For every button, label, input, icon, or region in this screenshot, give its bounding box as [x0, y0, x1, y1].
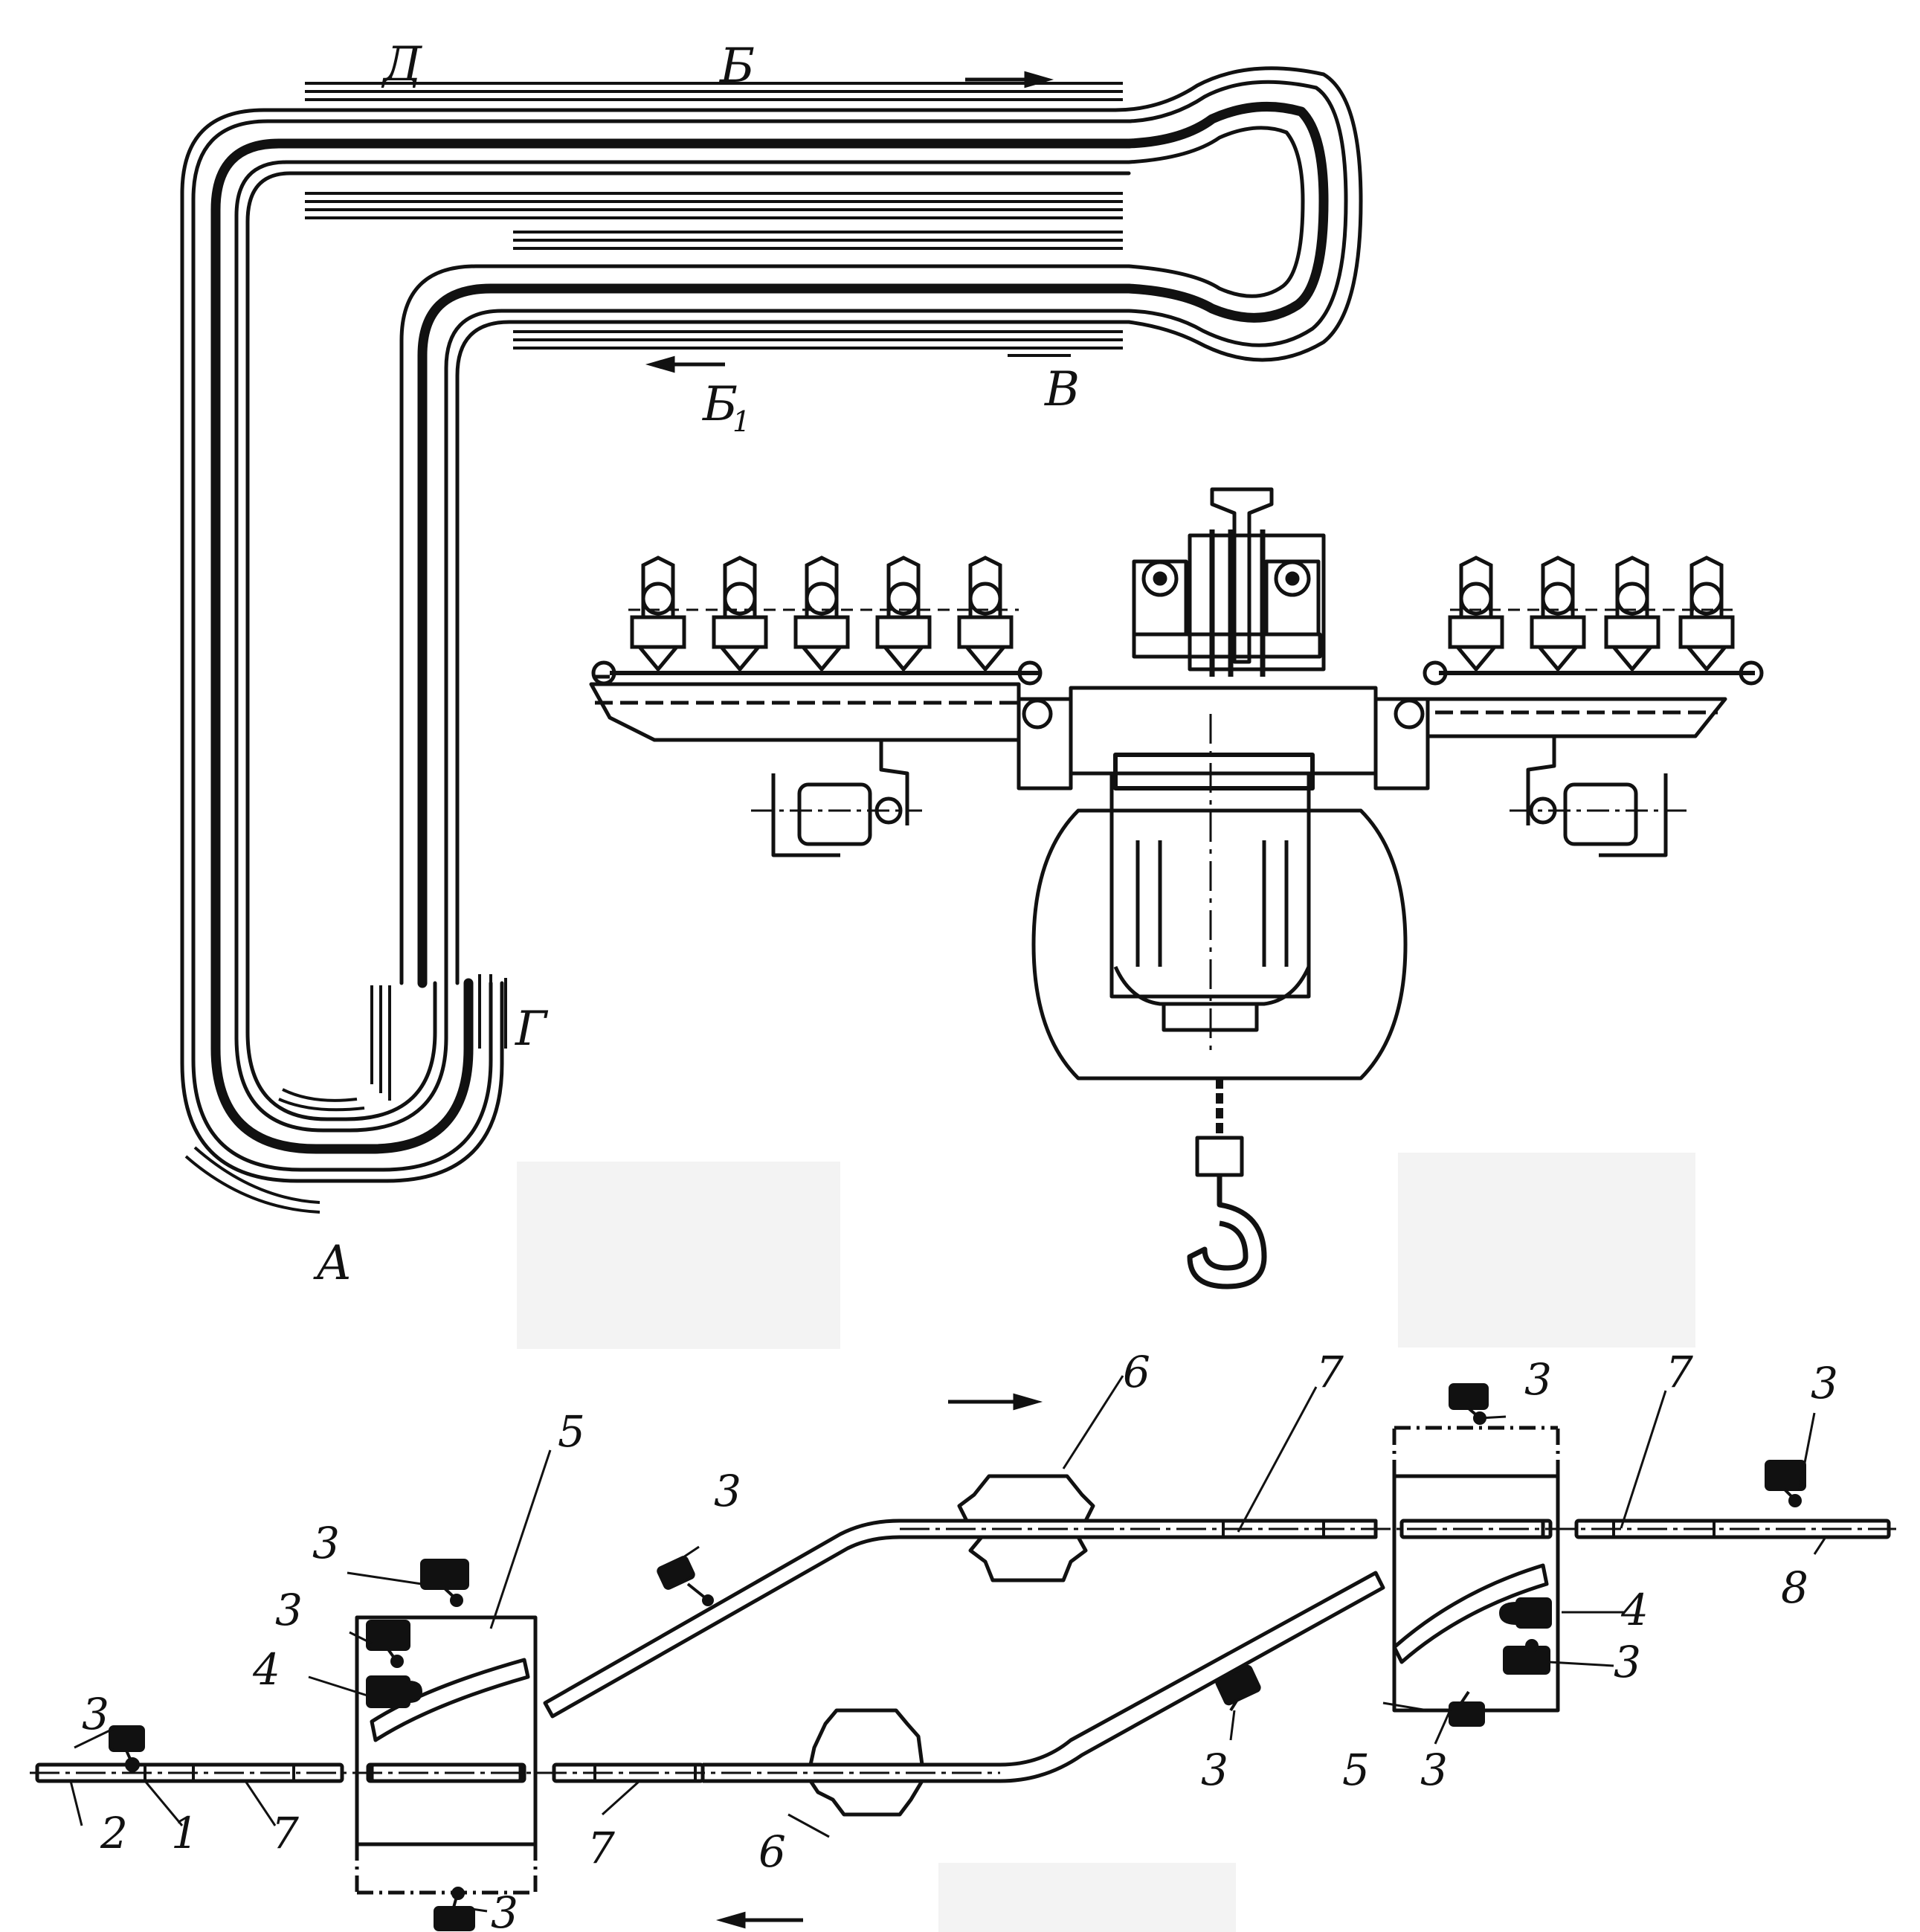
label-3: 3: [275, 1585, 303, 1635]
sensor: [1215, 1664, 1261, 1712]
label-2: 2: [100, 1808, 128, 1858]
label-1: 1: [171, 1808, 199, 1858]
label-B1: Б: [702, 377, 738, 432]
label-3: 3: [82, 1689, 109, 1739]
label-3: 3: [312, 1518, 340, 1568]
track-loop-outer-2: [1127, 80, 1348, 347]
leader-lines: [69, 1375, 1827, 1913]
label-B1-subscript: 1: [732, 405, 750, 438]
flow-arrows-top: [645, 71, 1054, 373]
track-return-rail: [417, 283, 1134, 988]
label-7: 7: [1316, 1347, 1344, 1397]
switch-scheme: [30, 1426, 1896, 1895]
track-return-outer: [399, 264, 1131, 985]
label-3: 3: [1201, 1745, 1228, 1795]
track-outer-line: [180, 108, 1118, 1183]
label-3: 3: [1420, 1745, 1448, 1795]
wheel-unit: [875, 556, 932, 672]
track-inner-line-2: [245, 171, 1131, 1121]
label-8: 8: [1781, 1562, 1808, 1613]
hoist-shell: [1031, 808, 1408, 1081]
track-outer-line-2: [191, 119, 1133, 1172]
sensor: [420, 1559, 469, 1607]
wheel-unit: [712, 556, 768, 672]
wheel-unit: [1678, 556, 1735, 672]
sensor: [366, 1620, 410, 1668]
track-layout: [180, 66, 1363, 1183]
label-B: Б: [719, 39, 755, 94]
label-4: 4: [1620, 1585, 1649, 1635]
sensor: [434, 1887, 475, 1931]
label-5: 5: [558, 1406, 585, 1457]
track-loop-inner: [1127, 126, 1305, 298]
scan-smudges: [517, 1153, 1695, 1932]
wheel-unit: [793, 556, 850, 672]
flow-arrows-bottom: [715, 1393, 1043, 1929]
sensor: [657, 1556, 714, 1606]
label-6: 6: [758, 1826, 786, 1877]
label-D: Д: [381, 37, 422, 92]
lower-track-curve: [703, 1571, 1385, 1783]
carrier-lower: [808, 1708, 924, 1817]
label-3: 3: [714, 1466, 741, 1516]
right-arm: [1425, 697, 1727, 738]
wheel-unit: [1448, 556, 1504, 672]
left-arm: [589, 682, 1021, 742]
sensor: [366, 1675, 423, 1708]
wheel-unit: [630, 556, 686, 672]
wheel-unit: [1530, 556, 1586, 672]
hanger-frame: [1188, 533, 1326, 672]
label-V: В: [1044, 362, 1080, 417]
track-loop-outer: [1113, 66, 1363, 362]
trolley-hoist: [589, 487, 1727, 1289]
wheel-units-right: [1423, 556, 1764, 686]
label-5: 5: [1342, 1745, 1370, 1795]
sensor: [1503, 1639, 1550, 1675]
track-inner-line: [234, 160, 1131, 1133]
wheel-unit: [1604, 556, 1660, 672]
sensor: [1765, 1460, 1806, 1507]
wheel-units-left: [591, 556, 1043, 686]
track-return-inner-2: [455, 320, 1131, 985]
track-main-rail: [210, 138, 1134, 1154]
sensor: [1449, 1383, 1489, 1425]
switch-tongue-right: [1392, 1563, 1549, 1664]
label-7: 7: [587, 1823, 615, 1873]
sensor: [1498, 1597, 1552, 1629]
carrier-upper: [957, 1474, 1095, 1582]
label-6: 6: [1123, 1347, 1150, 1397]
bottom-labels: 3 2 1 7 3 3 4 5 3 3 7 6 6 7 3 7 3 8 4 3 …: [82, 1347, 1838, 1932]
wheel-unit: [957, 556, 1014, 672]
label-3: 3: [491, 1887, 518, 1932]
track-return-inner: [444, 309, 1131, 985]
switch-box-left: [355, 1615, 538, 1846]
top-labels: Д Б Б 1 В Г А: [313, 37, 1080, 1291]
label-3: 3: [1811, 1358, 1838, 1408]
label-3: 3: [1614, 1637, 1641, 1687]
label-A: А: [313, 1236, 352, 1291]
hook: [1187, 1175, 1267, 1289]
label-7: 7: [271, 1808, 299, 1858]
sensor: [109, 1725, 145, 1772]
track-loop-rail: [1124, 101, 1329, 323]
label-G: Г: [515, 1002, 549, 1057]
sensors: [109, 1383, 1806, 1931]
track-hatching: [184, 82, 1123, 1214]
sensor: [1449, 1690, 1485, 1727]
label-7: 7: [1666, 1347, 1693, 1397]
rail-profile: [1210, 487, 1274, 664]
label-4: 4: [252, 1644, 280, 1695]
label-3: 3: [1524, 1354, 1552, 1405]
